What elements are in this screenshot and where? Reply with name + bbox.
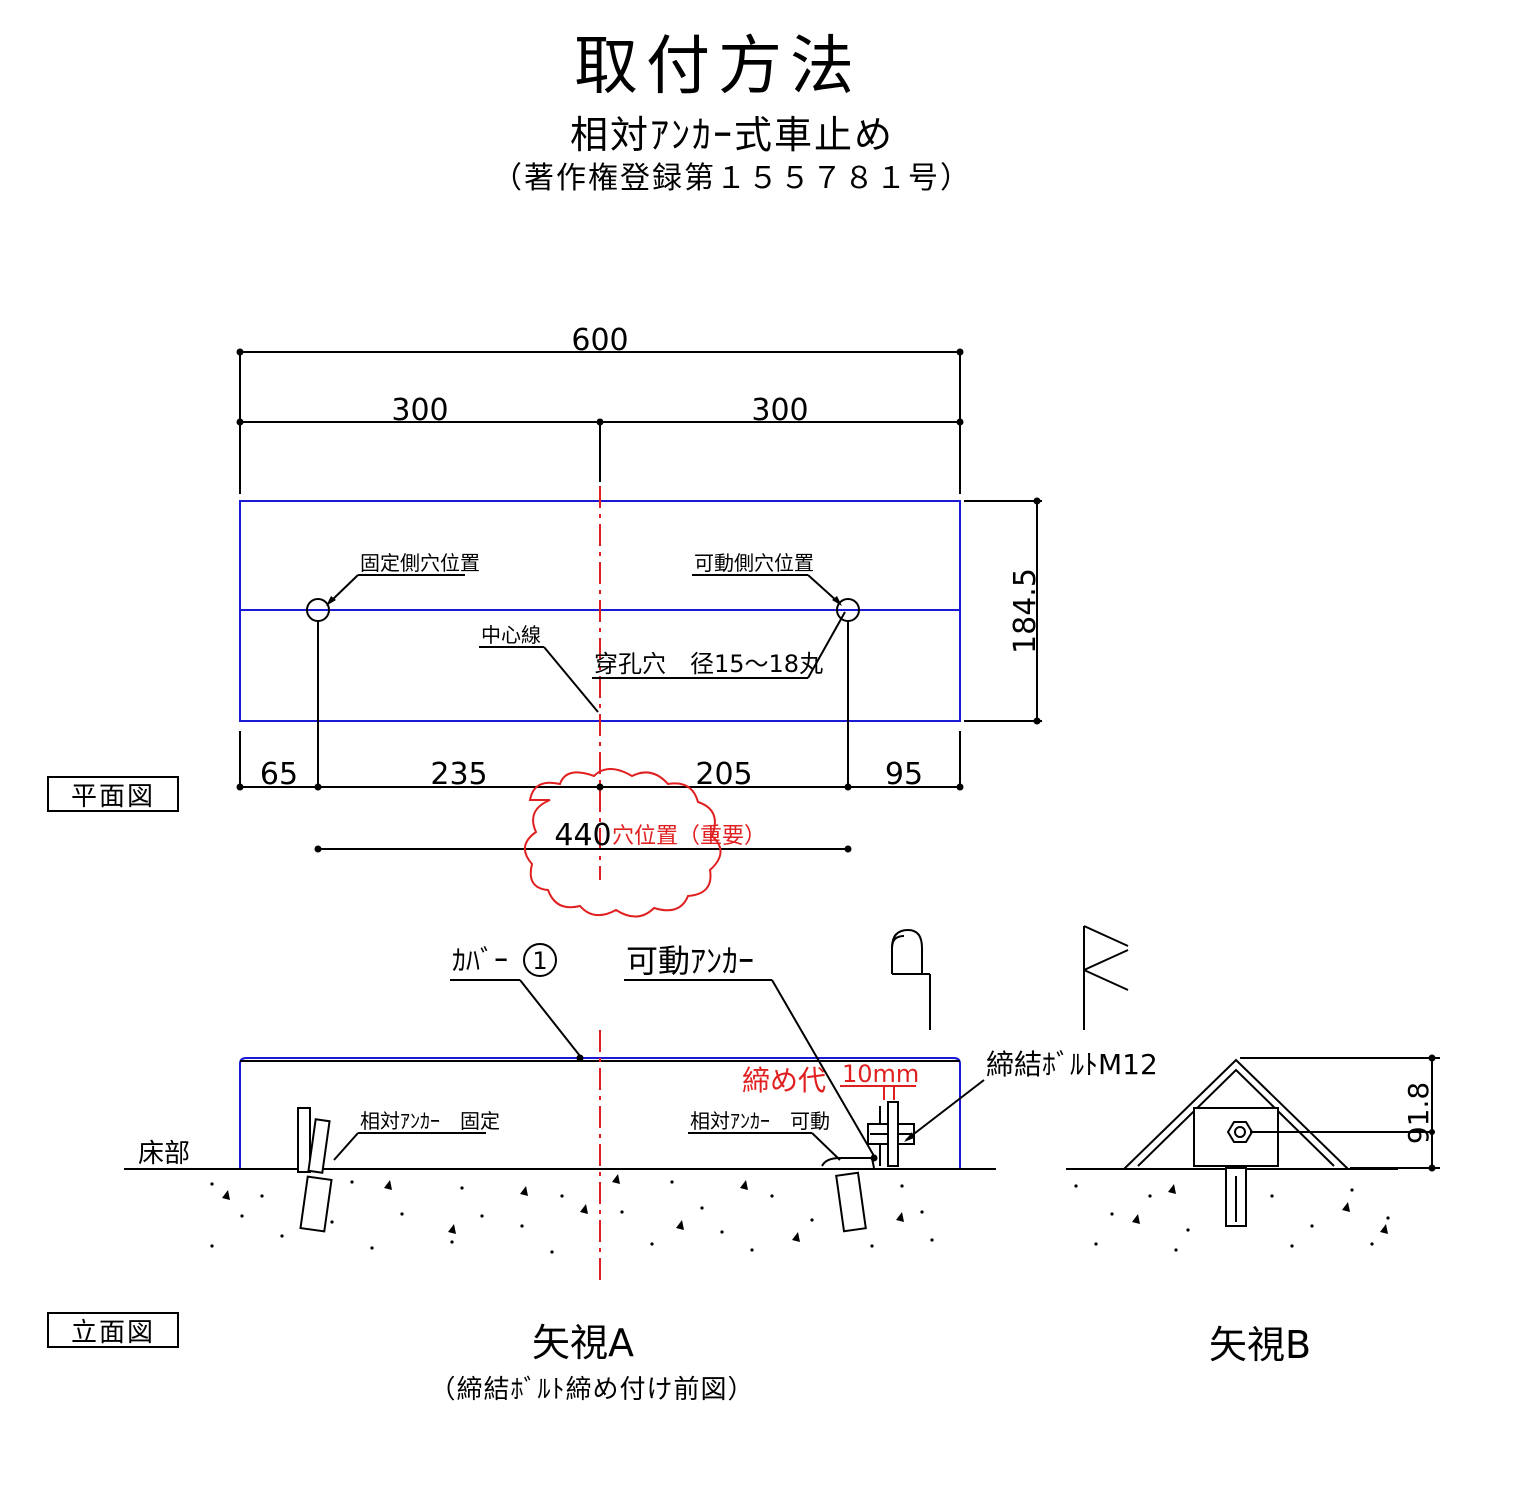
label-tightening-margin: 締め代 bbox=[742, 1064, 826, 1097]
movable-anchor bbox=[821, 1101, 915, 1233]
ground-hatch-a bbox=[210, 1174, 934, 1254]
label-movable-hole: 可動側穴位置 bbox=[694, 551, 814, 575]
fixed-anchor bbox=[297, 1107, 333, 1233]
tightening-value: 10mm bbox=[842, 1060, 919, 1088]
label-anchor-fixed: 相対ｱﾝｶｰ 固定 bbox=[360, 1109, 500, 1133]
section-marker-b: B bbox=[891, 928, 931, 1030]
section-marker-a: A bbox=[1083, 925, 1129, 1030]
label-bolt: 締結ﾎﾞﾙﾄM12 bbox=[986, 1048, 1158, 1081]
view-b: 91.8 矢視B bbox=[1066, 1054, 1440, 1367]
dim-seg3: 205 bbox=[695, 757, 752, 792]
ground-hatch-b bbox=[1074, 1184, 1390, 1252]
dim-height: 91.8 bbox=[1402, 1082, 1435, 1144]
label-movable-anchor: 可動ｱﾝｶｰ bbox=[626, 942, 754, 980]
dim-hole-pitch: 440 bbox=[554, 818, 611, 853]
dim-seg2: 235 bbox=[430, 757, 487, 792]
elevation-view-label: 立面図 bbox=[71, 1318, 155, 1348]
dim-seg1: 65 bbox=[260, 757, 298, 792]
hole-pitch-note: 穴位置（重要） bbox=[612, 824, 766, 849]
cover-number-circle bbox=[523, 943, 557, 977]
label-drill-hole: 穿孔穴 径15～18丸 bbox=[594, 650, 823, 678]
label-fixed-hole: 固定側穴位置 bbox=[360, 551, 480, 575]
dim-total: 600 bbox=[571, 323, 628, 358]
section-b-label: B bbox=[910, 961, 911, 963]
elevation-view: 床部 相対ｱﾝｶｰ 固定 bbox=[47, 925, 1158, 1405]
plan-view-label: 平面図 bbox=[71, 782, 155, 812]
drawing-subtitle: 相対ｱﾝｶｰ式車止め bbox=[570, 113, 894, 157]
label-floor: 床部 bbox=[138, 1139, 190, 1169]
revision-cloud bbox=[524, 768, 722, 918]
view-a-title: 矢視A bbox=[532, 1321, 634, 1365]
view-a-note: （締結ﾎﾞﾙﾄ締め付け前図） bbox=[429, 1375, 754, 1405]
cover-number: 1 bbox=[532, 947, 547, 975]
plan-view: 600 300 300 184.5 固定側穴位置 bbox=[47, 323, 1043, 918]
dim-right-half: 300 bbox=[751, 393, 808, 428]
drawing-title: 取付方法 bbox=[574, 30, 862, 104]
section-a-label: A bbox=[1100, 958, 1101, 961]
view-b-title: 矢視B bbox=[1209, 1323, 1311, 1367]
registration-note: （著作権登録第１５５７８１号） bbox=[492, 161, 972, 196]
label-centerline: 中心線 bbox=[481, 623, 541, 647]
dim-left-half: 300 bbox=[391, 393, 448, 428]
label-anchor-movable: 相対ｱﾝｶｰ 可動 bbox=[690, 1109, 830, 1133]
label-cover: ｶﾊﾞｰ bbox=[452, 944, 508, 977]
dim-seg4: 95 bbox=[885, 757, 923, 792]
dim-depth: 184.5 bbox=[1008, 568, 1043, 654]
